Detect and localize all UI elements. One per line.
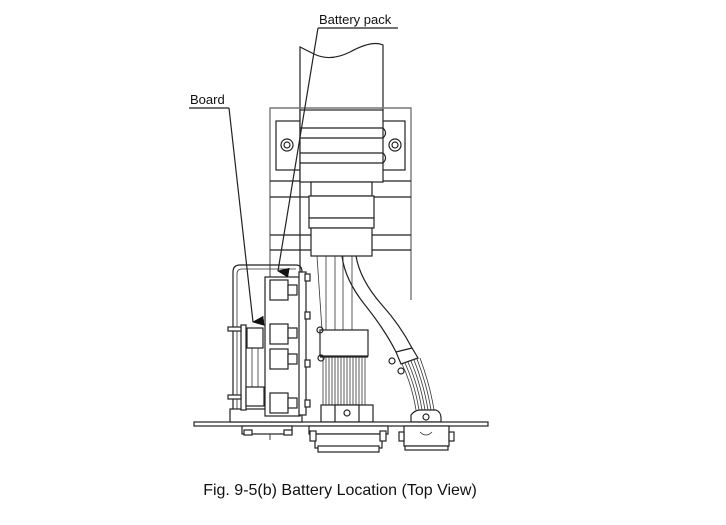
board-label: Board <box>190 92 225 107</box>
cable-gland <box>299 109 387 257</box>
d-sub-connector-left <box>308 425 389 453</box>
battery-pack <box>264 271 311 417</box>
d-sub-connector-right <box>398 425 455 451</box>
cable-top <box>299 42 384 318</box>
figure-caption: Fig. 9-5(b) Battery Location (Top View) <box>0 482 726 500</box>
panel-screw-right <box>388 138 402 152</box>
figure-caption-text: Fig. 9-5(b) Battery Location (Top View) <box>203 482 477 499</box>
battery-pack-label: Battery pack <box>319 12 392 27</box>
panel-screw-left <box>280 138 294 152</box>
base-plate <box>193 421 489 427</box>
board-callout: Board <box>189 92 265 326</box>
battery-pack-callout: Battery pack <box>277 12 398 278</box>
board <box>227 324 265 411</box>
wire-bundle-curved <box>341 255 442 423</box>
wire-bundle-straight <box>316 255 374 423</box>
